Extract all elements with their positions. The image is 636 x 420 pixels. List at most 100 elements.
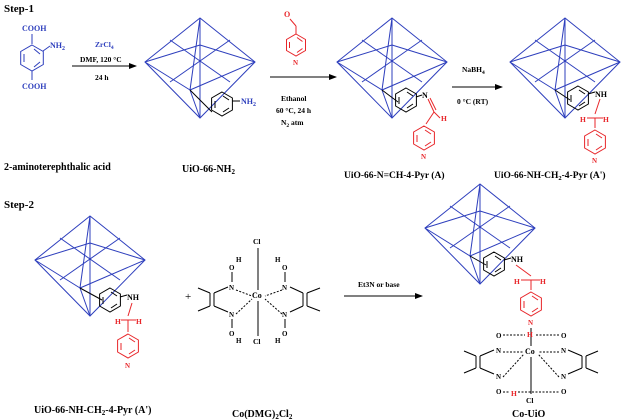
temp-time-condition-2: 60 °C, 24 h [276, 106, 312, 115]
arrow-3: NaBH4 0 °C (RT) [452, 65, 503, 106]
co-uio-h2-label: H [540, 277, 546, 286]
right-h-top: H [275, 256, 281, 264]
amine-pyridine-n: N [592, 157, 597, 165]
co-uio-co-label: Co [525, 347, 535, 356]
uio66-nh2-label: UiO-66-NH [182, 164, 232, 175]
arrow-2: O N Ethanol 60 °C, 24 h N2 atm [270, 10, 337, 129]
left-n-top: N [229, 284, 234, 292]
cooh-top-label: COOH [22, 24, 47, 33]
co-dmg-structure: Cl Co Cl O H N N O H H O N N O H [197, 237, 321, 346]
co-uio-left-o-bottom: O [496, 388, 502, 396]
uio66-nh2-label-subscript: 2 [231, 168, 235, 176]
imine-pyr-structure: N H N [336, 17, 448, 161]
svg-text:NH2: NH2 [241, 97, 256, 108]
nh2-label: NH [50, 41, 63, 50]
right-h-bottom: H [275, 337, 281, 345]
zrcl-label: ZrCl [95, 40, 111, 49]
zrcl-subscript: 4 [111, 45, 114, 51]
amine-pyr-label2-pre: UiO-66-NH-CH [34, 405, 102, 416]
co-uio-h-top: H [527, 330, 533, 339]
co-center-label: Co [252, 291, 262, 300]
svg-text:NH2: NH2 [50, 41, 65, 52]
left-n-bottom: N [229, 311, 234, 319]
codmg-label-post: Cl [279, 409, 289, 420]
acid-name-label: 2-aminoterephthalic acid [4, 162, 111, 173]
uio66-nh2-amine-subscript: 2 [253, 102, 256, 108]
co-uio-right-n-top: N [561, 347, 566, 355]
aldehyde-o-label: O [284, 10, 290, 19]
svg-text:NaBH4: NaBH4 [462, 65, 485, 76]
co-uio-structure: NH H H N Co Cl O N N O O N N O [424, 183, 599, 405]
codmg-label-sub2: 2 [289, 413, 293, 420]
left-h-top: H [236, 256, 242, 264]
nabh-subscript: 4 [482, 70, 485, 76]
uio66-nh2-amine-label: NH [241, 97, 254, 106]
imine-n-label: N [422, 91, 428, 100]
amine-pyr-structure-step2: NH H H N [34, 215, 146, 370]
step1-heading: Step-1 [4, 3, 34, 15]
imine-h-label: H [441, 114, 447, 123]
co-uio-left-n-bottom: N [496, 373, 501, 381]
step2-heading: Step-2 [4, 199, 34, 211]
base-condition: Et3N or base [358, 280, 400, 289]
temp-condition-3: 0 °C (RT) [457, 97, 489, 106]
svg-text:UiO-66-NH-CH2-4-Pyr (A'): UiO-66-NH-CH2-4-Pyr (A') [34, 405, 151, 417]
step2-pyridine-n: N [125, 362, 130, 370]
aldehyde-n-label: N [293, 59, 298, 67]
amine-pyr-label2-sub: 2 [102, 409, 106, 417]
co-uio-pyridine-n: N [528, 319, 533, 327]
nabh-label: NaBH [462, 65, 482, 74]
right-n-top: N [282, 284, 287, 292]
svg-text:Co(DMG)2Cl2: Co(DMG)2Cl2 [232, 409, 293, 420]
imine-pyr-label: UiO-66-N=CH-4-Pyr (A) [344, 170, 444, 181]
amine-pyr-structure: NH H H N [509, 17, 621, 165]
right-o-top: O [282, 264, 288, 272]
amine-h1-label: H [580, 115, 586, 124]
cooh-bottom-label: COOH [22, 82, 47, 91]
co-uio-nh-label: NH [511, 255, 524, 264]
svg-text:ZrCl4: ZrCl4 [95, 40, 114, 51]
left-o-top: O [229, 264, 235, 272]
imine-pyridine-n: N [421, 153, 426, 161]
cl-top-label: Cl [253, 237, 261, 246]
aminoterephthalic-acid-structure: COOH NH2 COOH [20, 24, 65, 91]
uio66-nh2-structure: NH2 [144, 17, 256, 119]
arrow-1: ZrCl4 DMF, 120 °C 24 h [72, 40, 137, 82]
time-condition-1: 24 h [95, 73, 109, 82]
arrow-4: Et3N or base [344, 280, 423, 299]
step2-h2-label: H [136, 317, 142, 326]
left-h-bottom: H [236, 337, 242, 345]
step2-h1-label: H [115, 317, 121, 326]
svg-text:UiO-66-NH-CH2-4-Pyr (A'): UiO-66-NH-CH2-4-Pyr (A') [494, 170, 606, 182]
right-n-bottom: N [282, 311, 287, 319]
right-o-bottom: O [282, 330, 288, 338]
left-o-bottom: O [229, 330, 235, 338]
codmg-label-pre: Co(DMG) [232, 409, 275, 420]
amine-pyr-label-sub: 2 [558, 175, 561, 182]
n2-atm-label: N [281, 118, 287, 127]
co-uio-cl-label: Cl [526, 396, 534, 405]
co-uio-label: Co-UiO [512, 409, 546, 420]
n2-atm-rest: atm [289, 118, 304, 127]
pyridine-aldehyde-structure: O N [284, 10, 306, 67]
amine-nh-label: NH [595, 90, 608, 99]
co-uio-right-n-bottom: N [561, 373, 566, 381]
co-uio-h1-label: H [514, 277, 520, 286]
amine-pyr-label-post: -4-Pyr (A') [562, 170, 606, 181]
svg-text:N2 atm: N2 atm [281, 118, 304, 129]
codmg-label-sub: 2 [275, 413, 279, 420]
co-uio-left-o-top: O [496, 332, 502, 340]
svg-text:UiO-66-NH2: UiO-66-NH2 [182, 164, 235, 176]
cl-bottom-label: Cl [253, 337, 261, 346]
dmf-condition: DMF, 120 °C [80, 55, 122, 64]
plus-sign: + [185, 291, 191, 303]
co-uio-h-bottom: H [511, 389, 517, 398]
amine-pyr-label-pre: UiO-66-NH-CH [494, 171, 559, 181]
n2-atm-subscript: 2 [286, 123, 289, 129]
co-uio-right-o-top: O [561, 332, 567, 340]
co-uio-left-n-top: N [496, 347, 501, 355]
amine-pyr-label2-post: -4-Pyr (A') [105, 405, 151, 416]
step2-amine-nh-label: NH [127, 293, 140, 302]
co-uio-right-o-bottom: O [561, 388, 567, 396]
